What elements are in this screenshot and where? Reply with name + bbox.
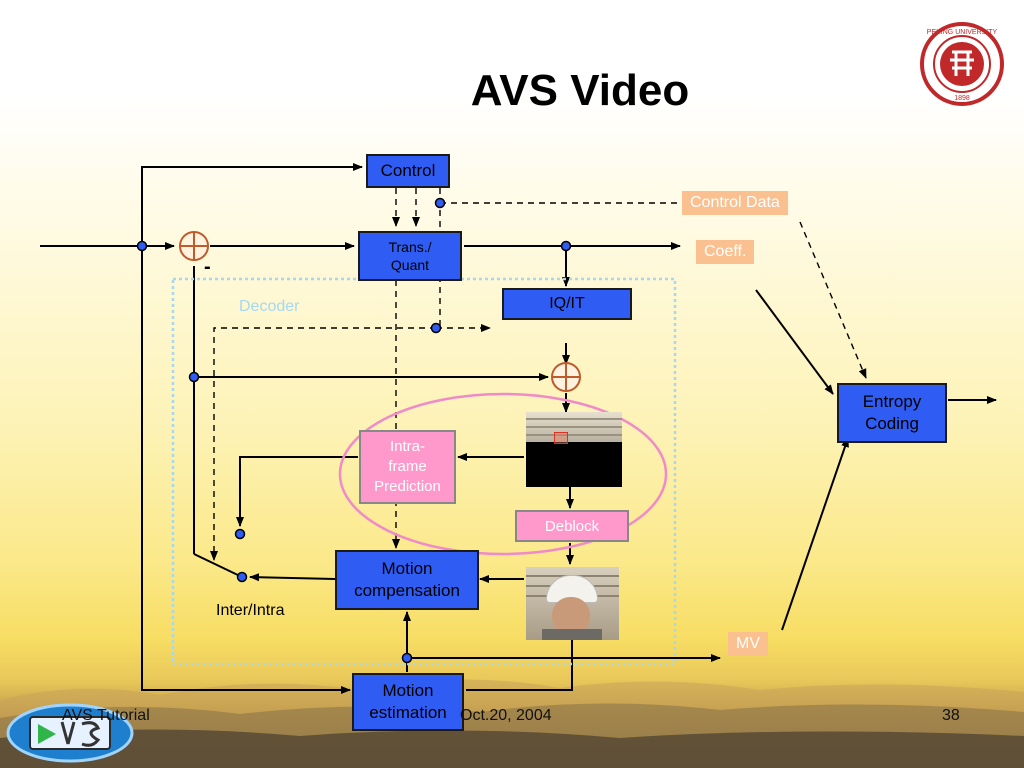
trans-quant-block: Trans./ Quant [358, 231, 462, 281]
reconstructed-frame-image [526, 412, 622, 487]
deblock-block: Deblock [515, 510, 629, 542]
university-seal-logo: PEKING UNIVERSITY 1898 [920, 22, 1004, 106]
motion-compensation-block: Motion compensation [335, 550, 479, 610]
coeff-tag: Coeff. [696, 240, 755, 264]
inter-intra-label: Inter/Intra [216, 602, 285, 619]
reference-frame-image [526, 567, 619, 640]
intra-highlight-ellipse [338, 392, 668, 556]
iq-it-label: IQ/IT [549, 295, 585, 312]
mv-tag: MV [728, 632, 768, 656]
motion-estimation-label: Motion estimation [369, 681, 447, 722]
decoder-label: Decoder [239, 298, 300, 315]
svg-text:PEKING UNIVERSITY: PEKING UNIVERSITY [927, 29, 998, 36]
hills-background [0, 679, 1024, 768]
intra-prediction-label: Intra- frame Prediction [374, 438, 441, 495]
control-block: Control [366, 154, 450, 188]
control-data-tag: Control Data [682, 191, 788, 215]
minus-sign-label: - [204, 256, 211, 278]
entropy-coding-block: Entropy Coding [837, 383, 947, 443]
avs-logo [6, 703, 134, 763]
motion-compensation-label: Motion compensation [354, 559, 460, 600]
entropy-coding-label: Entropy Coding [862, 392, 922, 433]
footer-date: Oct.20, 2004 [460, 707, 552, 724]
intra-prediction-block: Intra- frame Prediction [359, 430, 456, 504]
footer-left-text: AVS Tutorial [62, 707, 150, 724]
control-label: Control [380, 161, 436, 180]
footer-page-number: 38 [942, 707, 960, 724]
slide-title: AVS Video [470, 66, 690, 115]
svg-text:1898: 1898 [954, 95, 970, 102]
deblock-label: Deblock [544, 517, 600, 535]
trans-quant-label: Trans./ Quant [388, 239, 432, 273]
motion-estimation-block: Motion estimation [352, 673, 464, 731]
iq-it-block: IQ/IT [502, 288, 632, 320]
